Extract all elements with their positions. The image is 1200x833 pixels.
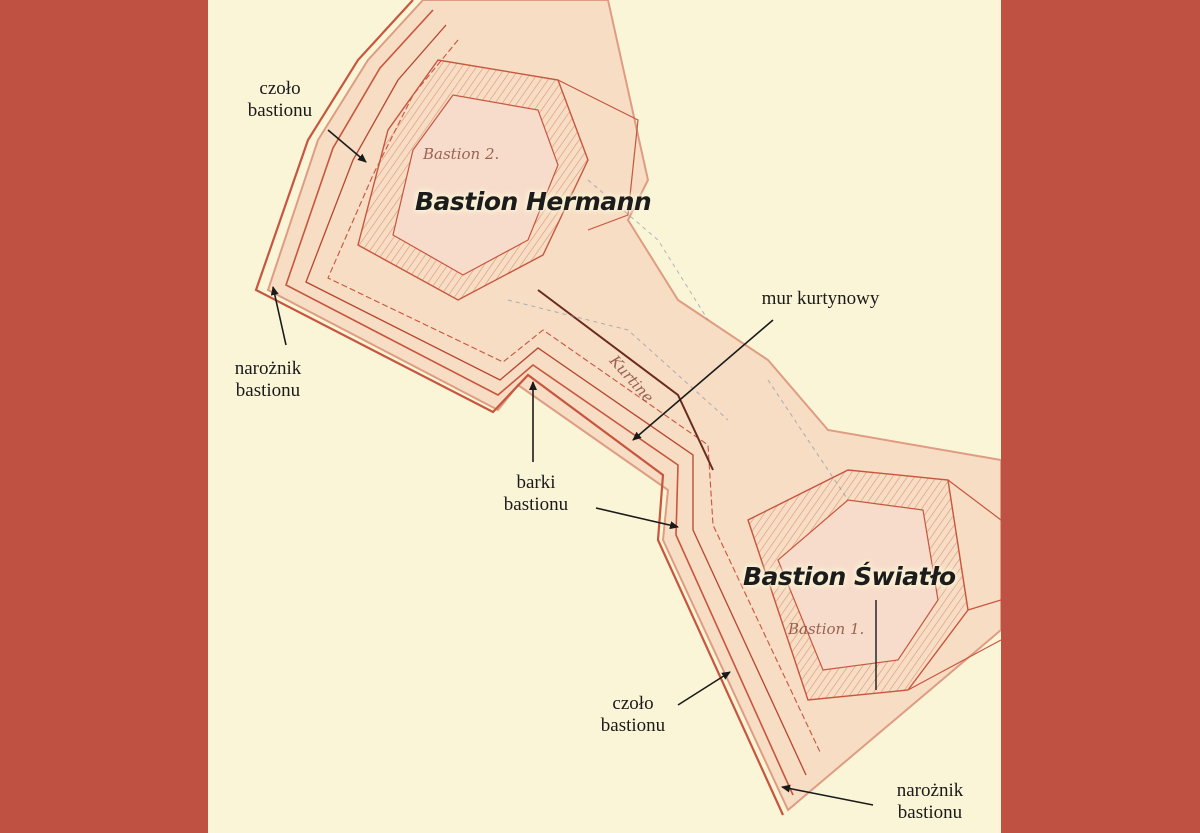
label-czolo-bastionu-top: czoło bastionu — [247, 78, 313, 121]
curtain-wall-line — [537, 289, 714, 471]
arrow-barki-right — [595, 507, 679, 530]
plan-note-bastion-2: Bastion 2. — [423, 145, 500, 163]
plan-note-bastion-1: Bastion 1. — [788, 620, 865, 638]
fortification-plan: Bastion 2. Bastion 1. Kurtine Bastion He… — [208, 0, 1001, 833]
hermann-ramp — [557, 79, 639, 231]
outer-escarp-line — [254, 0, 785, 816]
label-mur-kurtynowy: mur kurtynowy — [761, 288, 880, 309]
swiatlo-outer-works — [907, 479, 1001, 691]
label-naroznik-bastionu-bottom: narożnik bastionu — [896, 780, 964, 823]
label-naroznik-bastionu-top: narożnik bastionu — [234, 358, 302, 401]
arrow-naroznik-bottom — [781, 784, 874, 806]
arrow-czolo-bottom — [677, 671, 731, 706]
hermann-inner-outline — [392, 94, 559, 276]
label-czolo-bastionu-bottom: czoło bastionu — [600, 693, 666, 736]
arrow-mur — [632, 319, 774, 441]
label-barki-bastionu: barki bastionu — [503, 472, 569, 515]
plan-drawing — [254, 0, 1001, 816]
escarp-line-2 — [285, 9, 794, 796]
bastion-hermann-title: Bastion Hermann — [415, 187, 652, 216]
escarp-line-3 — [305, 24, 807, 776]
bastion-swiatlo-title: Bastion Światło — [743, 562, 956, 591]
survey-line — [507, 179, 849, 501]
arrow-naroznik-top — [270, 286, 287, 346]
arrow-czolo-top — [327, 129, 367, 163]
